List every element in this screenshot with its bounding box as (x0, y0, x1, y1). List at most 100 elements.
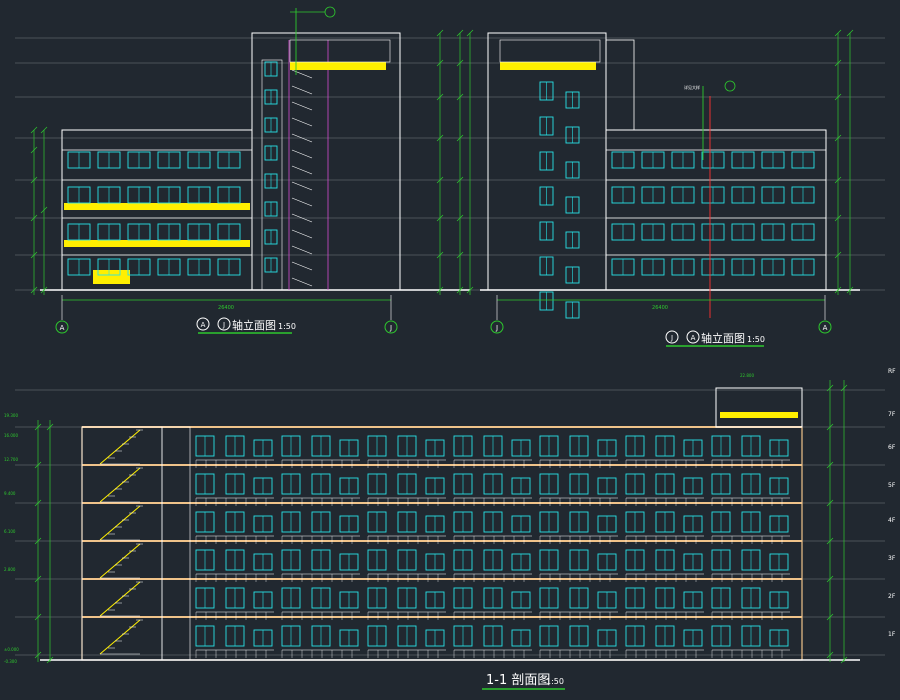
elev1-stair-flight-4 (291, 133, 313, 143)
dim-elev1-right-a-tick-4 (456, 176, 464, 184)
dim-section-right-a-tick-6 (826, 613, 834, 621)
dim-section-right-a-tick-7 (826, 651, 834, 659)
elev2-roof-parapet-yellow (500, 62, 596, 70)
axis-bubble-j-title2-text: J (670, 334, 673, 342)
axis-bubble-a-1-text: A (60, 324, 65, 332)
elev1-total-dimension: 26400 (218, 305, 234, 311)
floor-label-4f: 4F (888, 517, 896, 524)
dim-elev2-right-a-tick-0 (834, 29, 842, 37)
elev1-balcony-yellow-2 (64, 240, 250, 247)
dim-elev1-right-a-tick-1 (456, 59, 464, 67)
elev1-stair-tower (251, 32, 401, 291)
axis-bubble-j-2-text: J (495, 324, 498, 332)
dim-elev1-left-b-tick-2 (40, 286, 48, 294)
dim-elev1-left-a-tick-5 (30, 286, 38, 294)
dim-elev2-right-b-tick-0 (846, 29, 854, 37)
level-mark-third: 6.100 (4, 529, 16, 534)
axis-bubble-a-1 (55, 320, 69, 334)
elev1-roof-box (289, 39, 391, 63)
elev2-low-wing (605, 129, 827, 291)
axis-bubble-j-title2 (665, 330, 679, 344)
elev1-stair-flight-5 (291, 149, 313, 159)
level-mark-fifth: 12.700 (4, 457, 18, 462)
dim-section-left-a-tick-3 (34, 537, 42, 545)
dim-section-right-a-tick-1 (826, 423, 834, 431)
level-mark-roof: 22.800 (740, 373, 754, 378)
elev1-balcony-yellow-1 (64, 203, 250, 210)
elev1-stair-flight-0 (291, 69, 313, 79)
dim-section-left-a-tick-6 (34, 651, 42, 659)
dim-elev1-left-a-tick-1 (30, 146, 38, 154)
title-section: 1-1 剖面图 1:50 (482, 673, 565, 690)
dim-elev1-left-a-tick-0 (30, 126, 38, 134)
dim-elev2-left-a-tick-1 (436, 59, 444, 67)
elevation-a-j (40, 6, 470, 291)
title-elev-a-j: A J 轴立面图 1:50 (196, 317, 296, 334)
section-stair-flight-up-0 (99, 429, 141, 465)
dim-elev2-right-a-tick-7 (834, 286, 842, 294)
axis-bubbles-elev2: J A (490, 295, 832, 334)
dim-section-right-b-tick-1 (840, 656, 848, 664)
axis-bubble-a-2-text: A (823, 324, 828, 332)
dim-section-left-a-tick-2 (34, 499, 42, 507)
elev1-stair-flight-6 (291, 165, 313, 175)
dim-elev1-right-b-tick-0 (466, 29, 474, 37)
axis-bubble-j-1-text: J (389, 324, 392, 332)
section-level-marks: 19.300 16.000 12.700 9.400 6.100 2.800 ±… (4, 373, 754, 664)
level-mark-ground: ±0.000 (4, 647, 19, 652)
floor-label-3f: 3F (888, 555, 896, 562)
floor-label-7f: 7F (888, 411, 896, 418)
section-roof-room (715, 387, 803, 428)
elev1-stair-flight-8 (291, 197, 313, 207)
elev2-total-dimension: 26400 (652, 305, 668, 311)
dim-elev1-right-a-tick-7 (456, 286, 464, 294)
section-roof-room-parapet-yellow (720, 412, 798, 418)
floor-label-2f: 2F (888, 593, 896, 600)
elev1-stair-flight-12 (291, 261, 313, 271)
elev-j-a-scale: 1:50 (747, 335, 765, 344)
section-title: 1-1 剖面图 (486, 673, 550, 688)
dim-section-right-a-tick-0 (826, 384, 834, 392)
dim-section-right-b-tick-0 (840, 384, 848, 392)
title-elev-j-a: J A 轴立面图 1:50 (665, 330, 765, 347)
elev1-stair-flight-3 (291, 117, 313, 127)
dim-elev2-left-a-tick-5 (436, 214, 444, 222)
dim-section-right-a-tick-5 (826, 575, 834, 583)
dim-elev1-right-a-tick-6 (456, 251, 464, 259)
section-scale: 1:50 (546, 677, 564, 686)
dim-section-left-b-tick-0 (46, 423, 54, 431)
dim-elev2-right-a-tick-6 (834, 251, 842, 259)
elev1-entrance-canopy (93, 270, 130, 284)
dim-elev1-right-a-tick-0 (456, 29, 464, 37)
dim-section-left-a-tick-4 (34, 575, 42, 583)
elev1-stair-flight-2 (291, 101, 313, 111)
axis-bubble-j-2 (490, 320, 504, 334)
dim-elev2-left-a-tick-3 (436, 134, 444, 142)
dim-section-left-a-tick-5 (34, 613, 42, 621)
elevation-j-a (480, 32, 860, 319)
axis-bubble-a-2 (818, 320, 832, 334)
section-1-1 (40, 387, 860, 661)
dim-section-left-b-tick-1 (46, 656, 54, 664)
dim-section-right-a-tick-4 (826, 537, 834, 545)
elev1-tower-column (261, 59, 283, 291)
dim-elev2-left-a-tick-6 (436, 251, 444, 259)
dim-section-right-a-tick-2 (826, 461, 834, 469)
axis-bubble-j-title (217, 317, 231, 331)
section-stair-flight-up-2 (99, 505, 141, 541)
elev1-stair-flight-11 (291, 245, 313, 255)
axis-bubbles-elev1: A J (55, 295, 398, 334)
elev-a-j-scale: 1:50 (278, 322, 296, 331)
dim-elev1-left-a-tick-2 (30, 176, 38, 184)
elev1-stair-flight-7 (291, 181, 313, 191)
elev-j-a-title: 轴立面图 (701, 331, 745, 345)
dim-section-left-a-tick-1 (34, 461, 42, 469)
axis-bubble-j-1 (384, 320, 398, 334)
dim-elev2-right-a-tick-2 (834, 93, 842, 101)
level-mark-below: -0.300 (4, 659, 17, 664)
dim-elev1-right-a-tick-2 (456, 93, 464, 101)
axis-bubble-j-title-text: J (222, 321, 225, 329)
elev-a-j-title: 轴立面图 (232, 318, 276, 332)
dim-elev1-left-b-tick-0 (40, 126, 48, 134)
elev2-callout-bubble (724, 80, 736, 92)
